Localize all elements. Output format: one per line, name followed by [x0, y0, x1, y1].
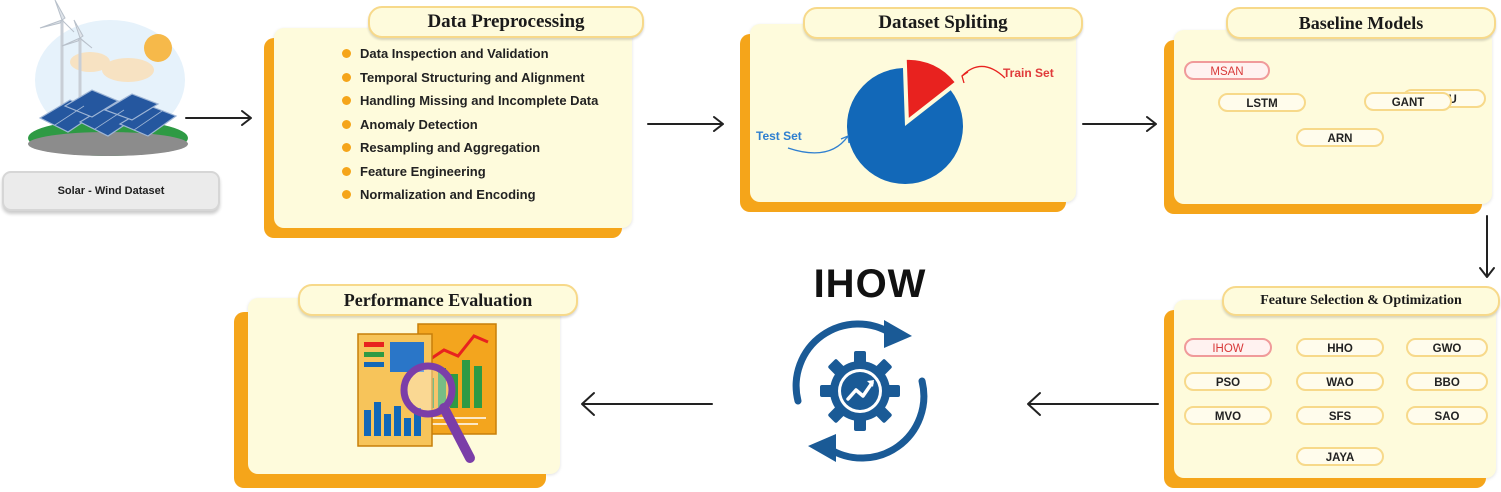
- test-pointer-arrow: [787, 135, 849, 154]
- list-item: Feature Engineering: [342, 160, 598, 184]
- optimizer-pill-sao: SAO: [1406, 406, 1488, 425]
- train-pointer-arrow: [961, 65, 1006, 79]
- optimizer-pill-wao: WAO: [1296, 372, 1384, 391]
- optimizer-pill-bbo: BBO: [1406, 372, 1488, 391]
- optimizer-pill-jaya: JAYA: [1296, 447, 1384, 466]
- dataset-label: Solar - Wind Dataset: [2, 171, 220, 211]
- bullet-icon: [342, 72, 351, 82]
- list-item: Resampling and Aggregation: [342, 136, 598, 160]
- optimizer-pill-mvo: MVO: [1184, 406, 1272, 425]
- list-item: Data Inspection and Validation: [342, 42, 598, 66]
- ihow-title: IHOW: [813, 262, 927, 306]
- train-set-label: Train Set: [1003, 66, 1054, 80]
- optimizer-pill-ihow: IHOW: [1184, 338, 1272, 357]
- model-pill-msan: MSAN: [1184, 61, 1270, 80]
- baseline-card: [1174, 30, 1492, 204]
- model-pill-arn: ARN: [1296, 128, 1384, 147]
- list-item: Handling Missing and Incomplete Data: [342, 89, 598, 113]
- bullet-icon: [342, 96, 351, 106]
- pie-slice-train: [906, 59, 955, 118]
- solar-wind-icon: [28, 0, 188, 156]
- baseline-title: Baseline Models: [1226, 7, 1496, 39]
- list-item: Normalization and Encoding: [342, 183, 598, 207]
- preprocessing-card: [274, 28, 632, 228]
- optimization-cycle-icon: [792, 320, 928, 462]
- splitting-title: Dataset Spliting: [803, 7, 1083, 39]
- pie-slice-test: [847, 68, 963, 184]
- evaluation-title: Performance Evaluation: [298, 284, 578, 316]
- feature-selection-title: Feature Selection & Optimization: [1222, 286, 1500, 316]
- bullet-icon: [342, 166, 351, 176]
- split-pie-chart: Train Set Test Set: [756, 59, 1054, 184]
- bullet-icon: [342, 49, 351, 59]
- list-item: Anomaly Detection: [342, 113, 598, 137]
- optimizer-pill-sfs: SFS: [1296, 406, 1384, 425]
- model-pill-lstm: LSTM: [1218, 93, 1306, 112]
- optimizer-pill-hho: HHO: [1296, 338, 1384, 357]
- preprocessing-steps: Data Inspection and Validation Temporal …: [342, 42, 598, 207]
- optimizer-pill-gwo: GWO: [1406, 338, 1488, 357]
- bullet-icon: [342, 119, 351, 129]
- bullet-icon: [342, 190, 351, 200]
- dataset-illustration: [0, 0, 230, 215]
- list-item: Temporal Structuring and Alignment: [342, 66, 598, 90]
- optimizer-pill-pso: PSO: [1184, 372, 1272, 391]
- test-set-label: Test Set: [756, 129, 802, 143]
- analytics-report-icon: [357, 323, 497, 463]
- preprocessing-title: Data Preprocessing: [368, 6, 644, 38]
- bullet-icon: [342, 143, 351, 153]
- model-pill-gant: GANT: [1364, 92, 1452, 111]
